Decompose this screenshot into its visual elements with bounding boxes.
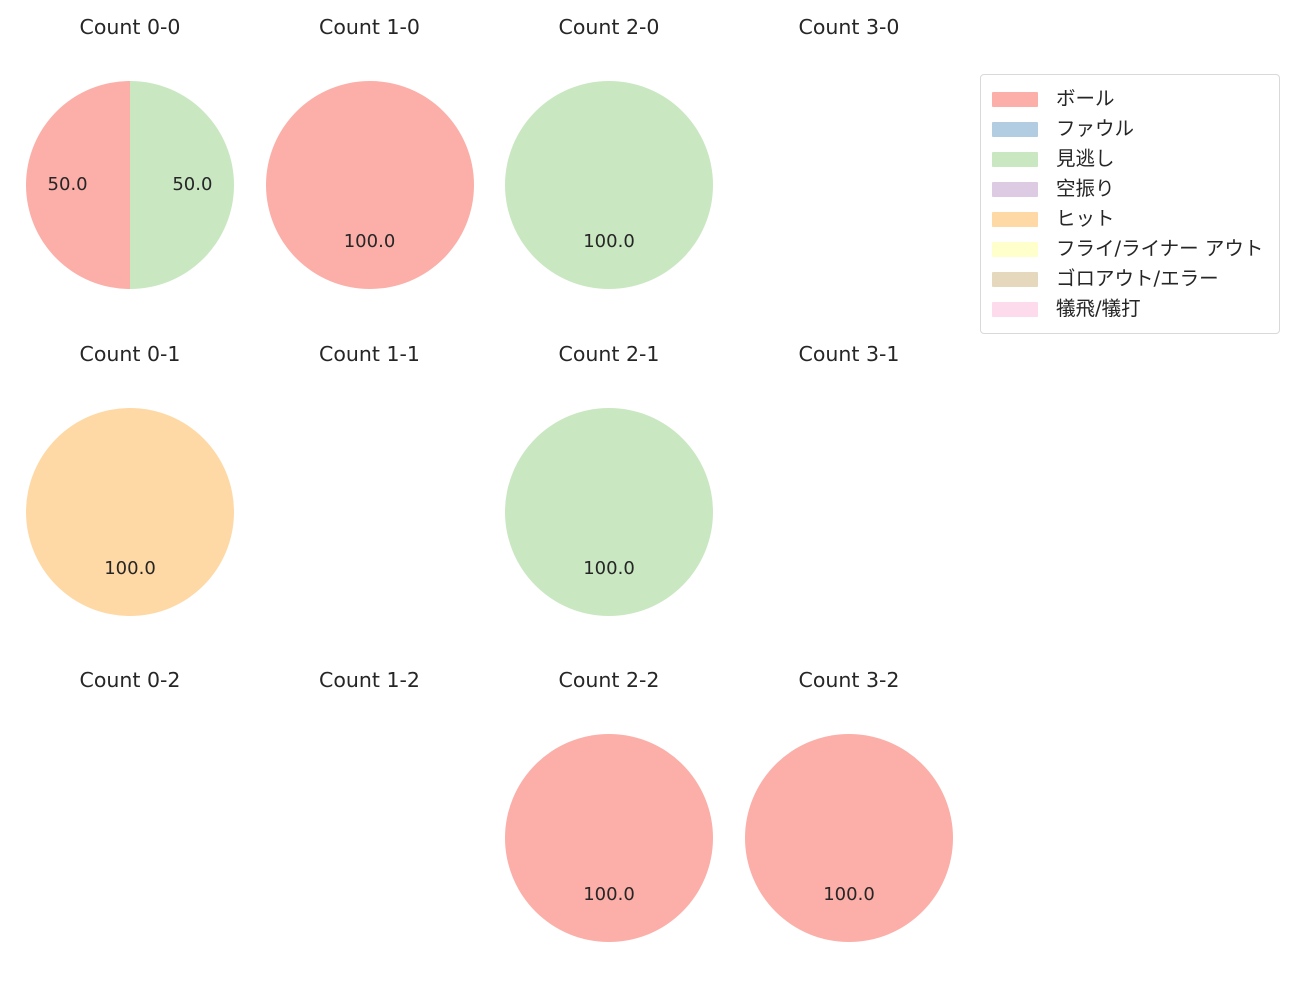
- legend-color-swatch: [992, 241, 1038, 257]
- pie-panel: Count 0-1 100.0: [10, 327, 250, 654]
- pie-slice: [505, 81, 713, 289]
- pie-panel: Count 3-1: [729, 327, 969, 654]
- pie-svg: [505, 734, 713, 942]
- pie-panel: Count 1-2: [250, 653, 490, 980]
- legend-item[interactable]: 犠飛/犠打: [992, 294, 1267, 324]
- legend-item-label: 空振り: [1056, 177, 1115, 200]
- legend-item-label: ボール: [1056, 87, 1115, 110]
- pie-graphic: 100.0: [265, 81, 474, 289]
- legend-item-label: フライ/ライナー アウト: [1056, 237, 1264, 260]
- pie-panel-title: Count 1-1: [319, 342, 420, 366]
- legend-item[interactable]: ヒット: [992, 204, 1267, 234]
- pie-graphic: 50.0 50.0: [26, 81, 234, 289]
- pie-graphic: 100.0: [745, 734, 953, 942]
- chart-legend: ボールファウル見逃し空振りヒットフライ/ライナー アウトゴロアウト/エラー犠飛/…: [980, 74, 1280, 334]
- pie-panel-title: Count 0-1: [79, 342, 181, 366]
- pie-panel: Count 2-1 100.0: [489, 327, 729, 654]
- pie-slice-label: 100.0: [583, 558, 635, 580]
- pie-panel: Count 2-0 100.0: [489, 0, 729, 327]
- legend-item-label: ゴロアウト/エラー: [1056, 267, 1219, 290]
- pie-panel: Count 1-1: [250, 327, 490, 654]
- pie-graphic: 100.0: [505, 81, 713, 289]
- legend-item-label: ファウル: [1056, 117, 1135, 140]
- legend-color-swatch: [992, 301, 1038, 317]
- pie-panel: Count 2-2 100.0: [489, 653, 729, 980]
- legend-item[interactable]: ゴロアウト/エラー: [992, 264, 1267, 294]
- legend-item[interactable]: 見逃し: [992, 144, 1267, 174]
- pie-slice-label: 50.0: [47, 174, 88, 195]
- pie-graphic: 100.0: [505, 734, 713, 942]
- pie-panel: Count 0-0 50.0 50.0: [10, 0, 250, 327]
- pie-svg: [26, 81, 234, 289]
- pie-slice-label: 100.0: [104, 558, 156, 580]
- pie-slice-label: 100.0: [583, 884, 635, 906]
- legend-color-swatch: [992, 121, 1038, 137]
- legend-color-swatch: [992, 271, 1038, 287]
- pie-panel-title: Count 2-2: [558, 668, 660, 692]
- pie-panel-title: Count 0-2: [79, 668, 181, 692]
- legend-item[interactable]: ボール: [992, 84, 1267, 114]
- pie-panel-title: Count 1-2: [319, 668, 420, 692]
- pie-svg: [505, 408, 713, 616]
- legend-color-swatch: [992, 181, 1038, 197]
- pie-slice: [130, 81, 234, 289]
- legend-row-list: ボールファウル見逃し空振りヒットフライ/ライナー アウトゴロアウト/エラー犠飛/…: [992, 84, 1267, 324]
- pie-slice-label: 100.0: [343, 231, 396, 253]
- pie-panel: Count 3-2 100.0: [729, 653, 969, 980]
- pie-slice-label: 100.0: [583, 231, 635, 253]
- pie-panel-title: Count 2-0: [558, 15, 660, 39]
- legend-item[interactable]: 空振り: [992, 174, 1267, 204]
- legend-item-label: ヒット: [1056, 207, 1115, 230]
- pie-slice: [745, 734, 953, 942]
- pie-slice: [505, 408, 713, 616]
- legend-item[interactable]: ファウル: [992, 114, 1267, 144]
- pie-panel-title: Count 1-0: [319, 15, 420, 39]
- pie-slice-label: 50.0: [172, 174, 213, 195]
- legend-color-swatch: [992, 91, 1038, 107]
- pie-slice: [26, 408, 234, 616]
- pie-panel: Count 3-0: [729, 0, 969, 327]
- pie-panel-title: Count 0-0: [79, 15, 181, 39]
- pie-graphic: 100.0: [505, 408, 713, 616]
- pie-panel-title: Count 3-0: [798, 15, 900, 39]
- legend-color-swatch: [992, 151, 1038, 167]
- pie-panel-title: Count 3-1: [798, 342, 900, 366]
- pie-svg: [265, 81, 474, 289]
- pie-svg: [26, 408, 234, 616]
- pie-svg: [745, 734, 953, 942]
- legend-item[interactable]: フライ/ライナー アウト: [992, 234, 1267, 264]
- pie-svg: [505, 81, 713, 289]
- pie-panel: Count 1-0 100.0: [250, 0, 490, 327]
- pie-panel-title: Count 3-2: [798, 668, 900, 692]
- pie-slice: [26, 81, 130, 289]
- pie-panel-title: Count 2-1: [558, 342, 660, 366]
- pie-panel: Count 0-2: [10, 653, 250, 980]
- pie-slice: [265, 81, 474, 289]
- legend-item-label: 見逃し: [1056, 147, 1115, 170]
- legend-item-label: 犠飛/犠打: [1056, 297, 1141, 320]
- pie-slice-label: 100.0: [823, 884, 875, 906]
- pie-slice: [505, 734, 713, 942]
- pie-graphic: 100.0: [26, 408, 234, 616]
- legend-color-swatch: [992, 211, 1038, 227]
